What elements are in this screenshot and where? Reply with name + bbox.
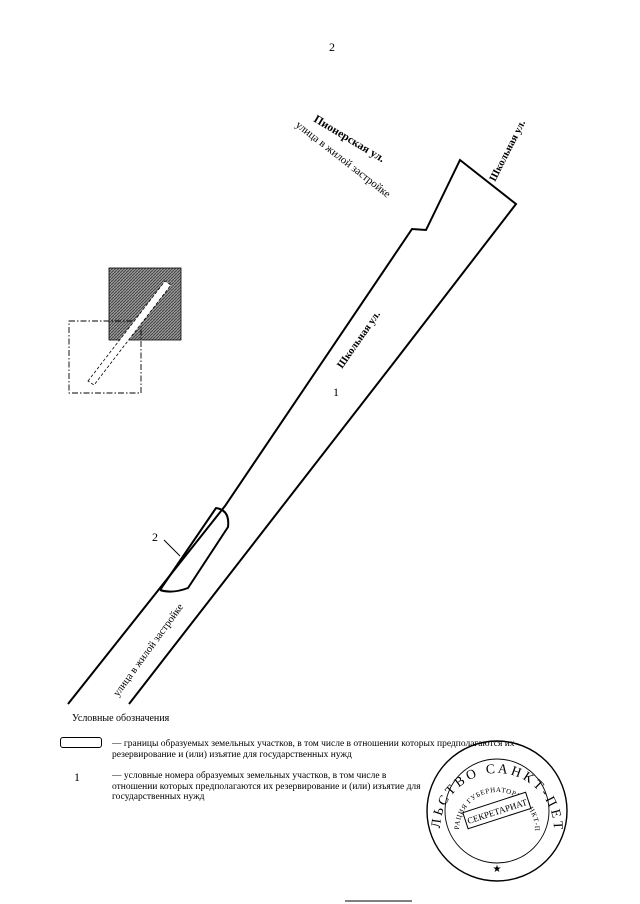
street-label-residential-bottom: улица в жилой застройке — [112, 602, 187, 699]
stamp-inner-text: АДМИНИСТРАЦИЯ ГУБЕРНАТОРА САНКТ-ПЕТЕРБУР… — [0, 0, 540, 832]
location-inset — [68, 267, 182, 394]
legend-boundary-symbol — [60, 737, 102, 748]
legend-title: Условные обозначения — [72, 713, 170, 724]
parcel-2-boundary — [159, 507, 230, 593]
street-label-shkolnaya-mid: Школьная ул. — [335, 309, 383, 371]
inset-street-strip — [87, 280, 172, 386]
street-label-shkolnaya-top: Школьная ул. — [488, 118, 528, 183]
page-number: 2 — [329, 40, 335, 54]
parcel-number-2: 2 — [152, 530, 158, 544]
inset-dashed-area — [68, 320, 142, 394]
parcel-1-boundary — [67, 158, 518, 705]
parcel-number-1: 1 — [333, 385, 339, 399]
stamp-star-icon: ★ — [493, 864, 502, 875]
legend-boundary-text: — границы образуемых земельных участков,… — [112, 739, 515, 760]
parcel-2-leader — [163, 539, 181, 557]
stamp-outer-text: ПРАВИТЕЛЬСТВО САНКТ-ПЕТЕРБУРГА — [0, 0, 563, 833]
inset-hatched-area — [108, 267, 182, 341]
legend-number-symbol: 1 — [74, 770, 80, 784]
legend-number-text: — условные номера образуемых земельных у… — [112, 771, 421, 802]
